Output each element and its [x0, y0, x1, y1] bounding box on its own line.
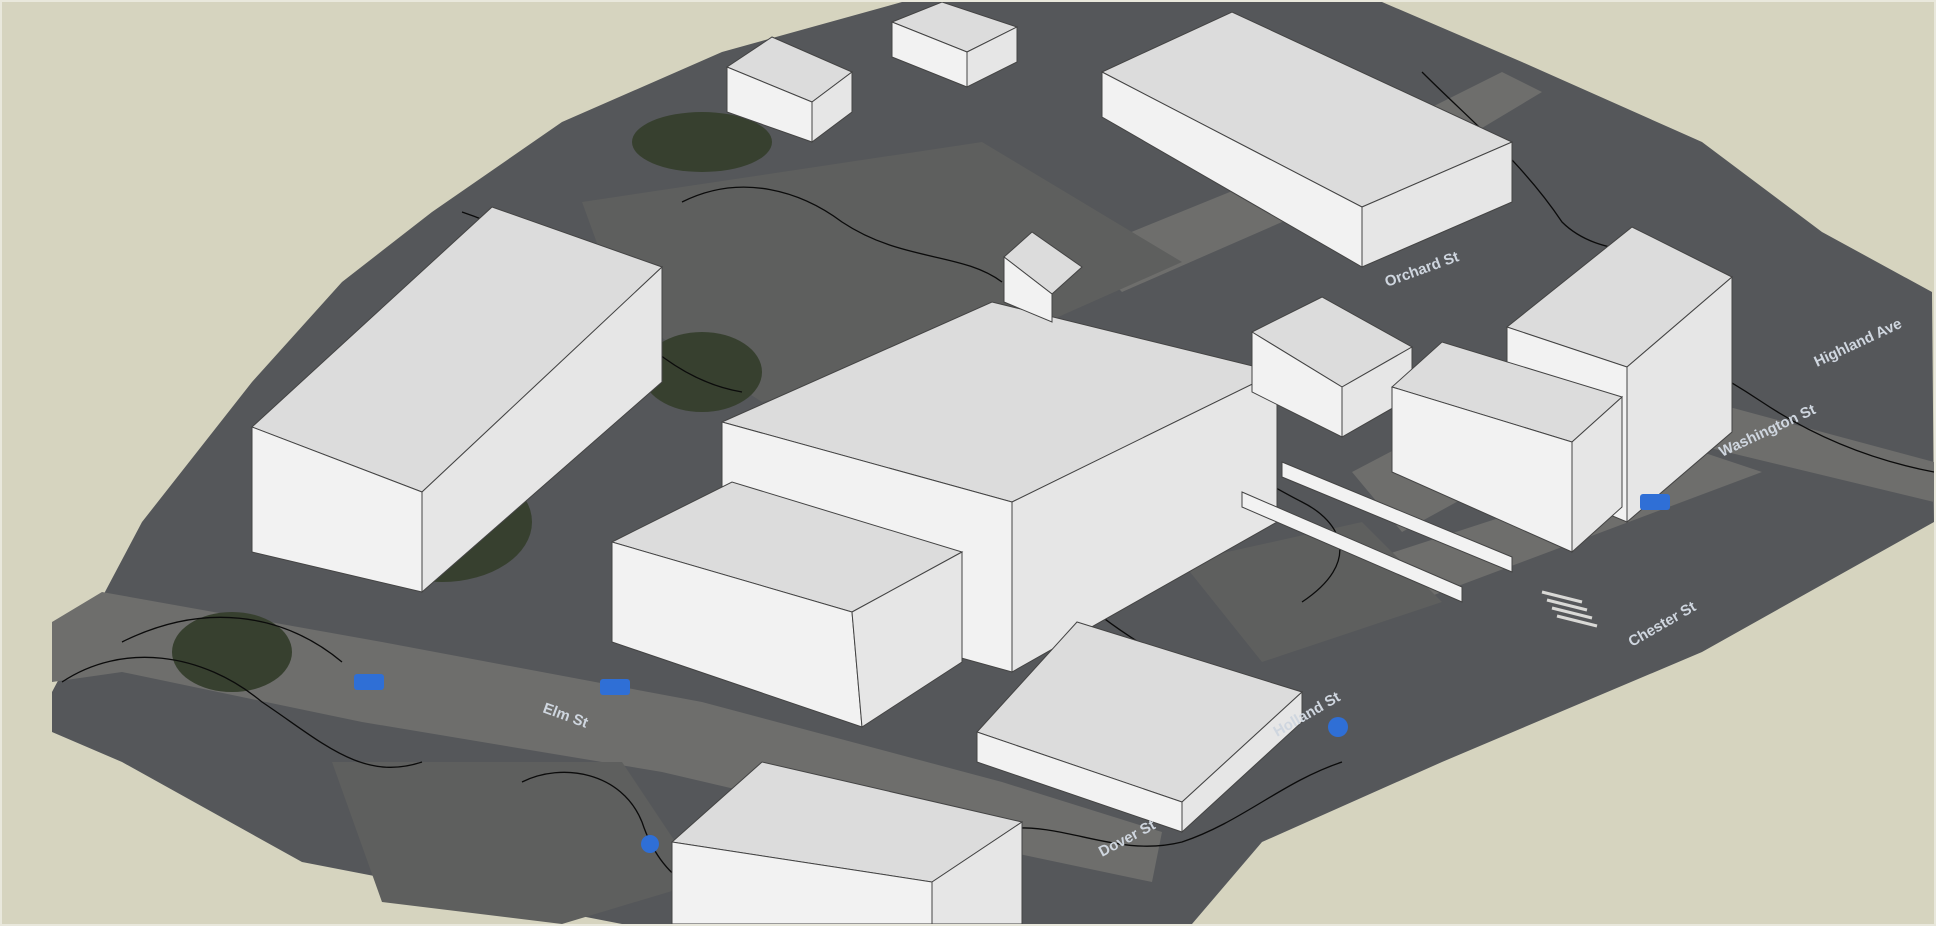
- building-front-wing[interactable]: [610, 481, 964, 728]
- tree-cluster: [632, 112, 772, 172]
- building-wall-right: [1626, 275, 1733, 524]
- building-house-top-left[interactable]: [725, 36, 853, 143]
- tree-cluster: [172, 612, 292, 692]
- retaining-wall: [1281, 461, 1513, 573]
- parking-sign-icon: [354, 494, 1670, 853]
- parking-lot-south: [332, 762, 702, 924]
- building-bottom-right[interactable]: [976, 621, 1303, 834]
- building-right-middle[interactable]: [1391, 341, 1623, 554]
- crosswalk: [1541, 590, 1598, 628]
- building-upper-right-row[interactable]: [1100, 11, 1514, 268]
- building-wall-right: [966, 26, 1018, 88]
- building-bottom[interactable]: [670, 761, 1024, 924]
- building-parking-garage[interactable]: [251, 206, 663, 594]
- building-right-box[interactable]: [1250, 296, 1414, 438]
- retaining-wall: [1241, 491, 1463, 603]
- building-wall-right: [851, 551, 963, 728]
- building-wall-right: [931, 821, 1023, 924]
- building-wall-left: [671, 841, 933, 924]
- tree-cluster: [642, 332, 762, 412]
- building-wall-right: [1571, 395, 1623, 554]
- building-wall-right: [1181, 690, 1303, 834]
- parking-lot-center: [582, 142, 1182, 402]
- building-small-tower[interactable]: [1003, 231, 1083, 323]
- building-wall-left: [1003, 255, 1053, 323]
- building-house-top-center[interactable]: [890, 2, 1019, 88]
- building-wall-right: [1361, 141, 1513, 268]
- building-wall-right: [811, 71, 853, 143]
- building-wall-right: [421, 265, 663, 594]
